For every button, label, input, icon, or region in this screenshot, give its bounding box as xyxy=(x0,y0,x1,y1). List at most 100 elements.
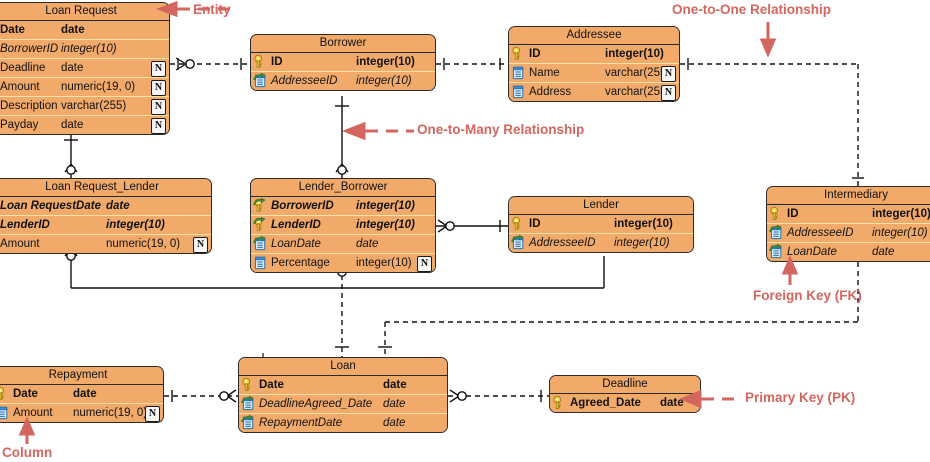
column-icon xyxy=(0,404,12,422)
annotation-column: Column xyxy=(2,445,53,460)
not-null-badge: N xyxy=(193,237,208,253)
primary-key-icon xyxy=(511,215,528,233)
column-datatype: date xyxy=(383,417,406,429)
column-name: Date xyxy=(13,388,38,400)
column-name: RepaymentDate xyxy=(259,417,343,429)
column-datatype: integer(10) xyxy=(605,48,664,60)
column-datatype: numeric(19, 0) xyxy=(106,238,181,250)
column-name: ID xyxy=(271,56,283,68)
entity-title-intermediary: Intermediary xyxy=(767,187,930,205)
annotation-one-to-one: One-to-One Relationship xyxy=(672,2,832,17)
column-datatype: date xyxy=(73,388,97,400)
entity-title-borrower: Borrower xyxy=(251,35,435,53)
annotation-entity: Entity xyxy=(193,2,231,17)
column-datatype: integer(10) xyxy=(356,75,412,87)
column-datatype: numeric(19, 0) xyxy=(61,81,136,93)
foreign-key-column-icon xyxy=(241,414,258,432)
column-name: ID xyxy=(529,218,541,230)
column-row[interactable]: ID integer(10) xyxy=(509,215,693,234)
column-row[interactable]: LenderID integer(10) xyxy=(251,216,435,235)
column-name: Deadline xyxy=(0,62,46,74)
column-datatype: integer(10) xyxy=(61,43,117,55)
column-name: Date xyxy=(259,379,284,391)
column-row[interactable]: ID integer(10) xyxy=(509,45,679,64)
entity-title-deadline: Deadline xyxy=(550,376,700,394)
not-null-badge: N xyxy=(417,256,432,272)
column-name: Amount xyxy=(0,238,40,250)
column-datatype: integer(10) xyxy=(356,219,415,231)
column-name: ID xyxy=(529,48,541,60)
column-datatype: date xyxy=(61,62,84,74)
column-datatype: integer(10) xyxy=(614,218,673,230)
foreign-primary-key-icon xyxy=(253,197,270,215)
column-name: Date xyxy=(0,24,25,36)
annotation-one-to-many: One-to-Many Relationship xyxy=(417,122,585,137)
not-null-badge: N xyxy=(151,99,166,115)
foreign-primary-key-icon xyxy=(253,216,270,234)
not-null-badge: N xyxy=(151,61,166,77)
column-icon xyxy=(253,254,270,272)
column-datatype: integer(10) xyxy=(356,56,415,68)
column-name: LenderID xyxy=(0,219,50,231)
column-name: AddresseeID xyxy=(529,237,596,249)
column-row[interactable]: ID integer(10) xyxy=(251,53,435,72)
column-icon xyxy=(511,83,528,101)
column-datatype: varchar(255) xyxy=(605,67,671,79)
column-name: Payday xyxy=(0,119,39,131)
column-row[interactable]: Deadline date N xyxy=(0,59,169,78)
column-row[interactable]: Amount numeric(19, 0) N xyxy=(0,235,211,253)
column-datatype: integer(10) xyxy=(356,200,415,212)
column-row[interactable]: RepaymentDate date xyxy=(239,414,447,432)
column-datatype: date xyxy=(356,238,379,250)
column-name: Description xyxy=(0,100,58,112)
column-name: LenderID xyxy=(271,219,321,231)
primary-key-icon xyxy=(511,45,528,63)
entity-title-lender-borrower: Lender_Borrower xyxy=(251,179,435,197)
column-name: Name xyxy=(529,67,560,79)
column-row[interactable]: Date date xyxy=(0,385,163,404)
column-name: BorrowerID xyxy=(0,43,59,55)
entity-title-lender: Lender xyxy=(509,197,693,215)
entity-title-loan-request-lender: Loan Request_Lender xyxy=(0,179,211,197)
column-datatype: integer(10) xyxy=(872,208,930,220)
column-datatype: date xyxy=(872,246,895,258)
column-datatype: integer(10) xyxy=(356,257,412,269)
